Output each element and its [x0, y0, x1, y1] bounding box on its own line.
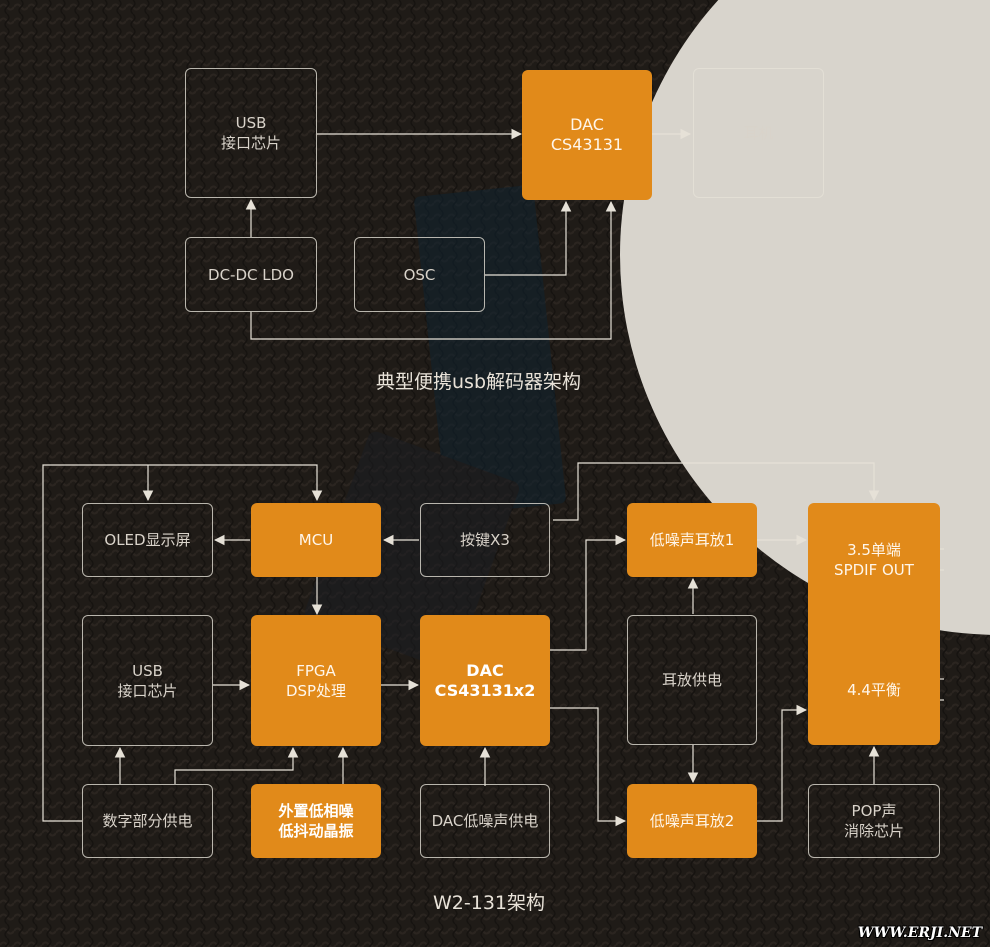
d2-dac-block: DAC CS43131x2	[420, 615, 550, 746]
d2-oled-display: OLED显示屏	[82, 503, 213, 577]
d2-amp1-label: 低噪声耳放1	[649, 531, 735, 549]
d2-dac-label: DAC	[466, 660, 504, 680]
d2-fpga: FPGA DSP处理	[251, 615, 381, 746]
watermark: WWW.ERJI.NET	[857, 925, 982, 941]
d1-caption: 典型便携usb解码器架构	[376, 371, 582, 393]
d2-dac-sublabel: CS43131x2	[434, 680, 536, 700]
d2-mcu: MCU	[251, 503, 381, 577]
d2-fpga-sublabel: DSP处理	[285, 681, 347, 700]
d2-usb-label: USB	[132, 661, 163, 680]
d2-crystal-sublabel: 低抖动晶振	[278, 822, 354, 840]
d2-pop-label: POP声	[851, 802, 897, 820]
d2-low-noise-amp-2: 低噪声耳放2	[627, 784, 757, 858]
d2-caption: W2-131架构	[433, 892, 545, 914]
d1-osc: OSC	[354, 237, 485, 312]
d1-power-label: DC-DC LDO	[208, 265, 294, 284]
line-osc-to-dac	[485, 200, 572, 276]
d2-usb-interface-chip: USB 接口芯片	[82, 615, 213, 746]
d1-headphone-label: 耳机	[743, 124, 774, 142]
line-mcu-to-output	[553, 462, 880, 521]
d2-output-spdif-label: SPDIF OUT	[834, 561, 914, 579]
d1-headphone: 耳机	[693, 68, 824, 198]
line-power-to-fpga	[174, 746, 299, 784]
line-ldo-to-dac	[250, 200, 617, 340]
d2-output-35-label: 3.5单端	[847, 541, 901, 559]
d1-dac-label: DAC	[570, 115, 604, 134]
d2-amp-power: 耳放供电	[627, 615, 757, 745]
d2-dac-power-label: DAC低噪声供电	[431, 812, 539, 830]
d2-keys-label: 按键X3	[460, 531, 510, 549]
line-amp2-to-output	[757, 704, 808, 822]
d1-usb-interface-chip: USB 接口芯片	[185, 68, 317, 198]
d1-osc-label: OSC	[403, 265, 436, 284]
d1-usb-label: USB	[235, 114, 267, 132]
white-plate	[620, 0, 990, 635]
d2-output-block: 3.5单端 SPDIF OUT 4.4平衡	[808, 503, 940, 745]
d2-pop-suppression-chip: POP声 消除芯片	[808, 784, 940, 858]
d1-usb-sublabel: 接口芯片	[220, 134, 281, 152]
d1-dcdc-ldo: DC-DC LDO	[185, 237, 317, 312]
d2-usb-sublabel: 接口芯片	[117, 681, 178, 700]
d2-dac-power: DAC低噪声供电	[420, 784, 550, 858]
d2-keys: 按键X3	[420, 503, 550, 577]
d2-fpga-label: FPGA	[296, 661, 336, 680]
d2-mcu-label: MCU	[298, 531, 334, 549]
d2-oled-label: OLED显示屏	[104, 531, 191, 549]
d2-digital-power: 数字部分供电	[82, 784, 213, 858]
d2-crystal-label: 外置低相噪	[278, 802, 354, 820]
d2-pop-sublabel: 消除芯片	[843, 822, 904, 840]
d2-crystal-oscillator: 外置低相噪 低抖动晶振	[251, 784, 381, 858]
line-dac-to-amp2	[550, 707, 627, 827]
d2-low-noise-amp-1: 低噪声耳放1	[627, 503, 757, 577]
line-dac-to-amp1	[550, 534, 627, 651]
d2-digital-power-label: 数字部分供电	[102, 812, 193, 830]
d1-dac-sublabel: CS43131	[550, 135, 624, 154]
d1-dac-block: DAC CS43131	[522, 70, 652, 200]
d2-output-44-label: 4.4平衡	[847, 681, 901, 699]
line-digital-power-bus	[42, 464, 323, 822]
d2-amp-power-label: 耳放供电	[661, 671, 722, 689]
d2-amp2-label: 低噪声耳放2	[649, 812, 735, 830]
